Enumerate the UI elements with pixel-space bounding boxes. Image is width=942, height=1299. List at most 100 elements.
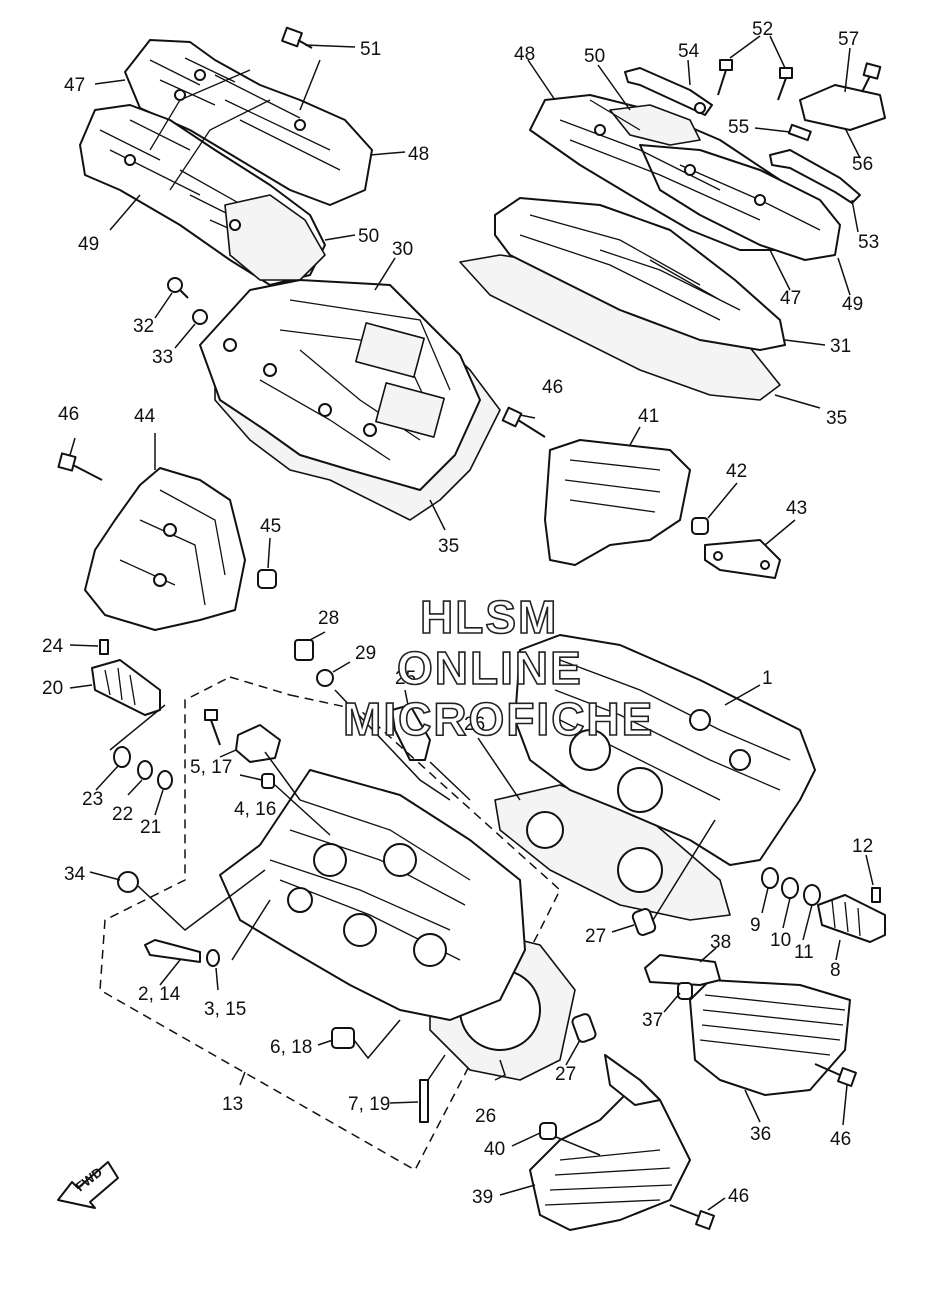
callout-13: 13 (222, 1094, 243, 1115)
bolt-57[interactable] (861, 62, 882, 93)
bolt-52-right[interactable] (777, 67, 793, 101)
callout-3-15: 3, 15 (204, 999, 246, 1020)
bracket-54[interactable] (624, 67, 713, 116)
callout-35-rear: 35 (826, 408, 847, 429)
cylinder-head-front-block-group (219, 769, 576, 1081)
callout-48: 48 (408, 144, 429, 165)
o-ring-22[interactable] (137, 760, 153, 780)
plug-34[interactable] (117, 871, 139, 893)
callout-46-bottom: 46 (728, 1186, 749, 1207)
o-ring-9[interactable] (761, 867, 779, 889)
gasket-38[interactable] (644, 954, 721, 986)
callout-50: 50 (358, 226, 379, 247)
callout-45: 45 (260, 516, 281, 537)
callout-2-14: 2, 14 (138, 984, 181, 1005)
callout-46-lower-right: 46 (830, 1129, 851, 1150)
callout-21: 21 (140, 817, 161, 838)
plug-28[interactable] (294, 639, 314, 661)
callout-26-upper: 26 (464, 714, 485, 735)
callout-26-lower: 26 (475, 1106, 496, 1127)
dowel-27-upper[interactable] (631, 908, 657, 937)
cylinder-head-30[interactable] (199, 279, 481, 491)
callout-53: 53 (858, 232, 879, 253)
cover-47-front[interactable] (124, 39, 373, 206)
o-ring-21[interactable] (157, 770, 173, 790)
bolt-46-left[interactable] (57, 452, 103, 481)
callout-11: 11 (794, 942, 814, 963)
side-cover-group (84, 467, 246, 631)
callout-35: 35 (438, 536, 459, 557)
callout-25: 25 (395, 668, 416, 689)
bolt-5-17[interactable] (204, 709, 221, 746)
callout-27-lower: 27 (555, 1064, 576, 1085)
spark-plug-25[interactable] (391, 704, 431, 761)
callout-49-rear: 49 (842, 294, 863, 315)
cylinder-head-1[interactable] (514, 634, 816, 866)
cover-50-front[interactable] (224, 194, 326, 281)
bolt-51[interactable] (281, 26, 313, 49)
callout-54: 54 (678, 41, 700, 62)
bolt-46-lower-right[interactable] (669, 1204, 715, 1230)
cylinder-head-cover-rear-group (529, 94, 841, 261)
joint-41[interactable] (544, 439, 691, 566)
cylinder-head-rear-group (459, 197, 786, 401)
stud-7-19[interactable] (419, 1079, 429, 1123)
callout-43: 43 (786, 498, 807, 519)
watermark-line-2: ONLINE (397, 642, 583, 694)
gasket-43[interactable] (704, 539, 781, 579)
side-cover-44[interactable] (84, 467, 246, 631)
dowel-27-lower[interactable] (571, 1013, 597, 1044)
mount-hole (229, 219, 241, 231)
callout-27-upper: 27 (585, 926, 606, 947)
bolt-52-left[interactable] (717, 59, 733, 96)
cylinder-head-31[interactable] (494, 197, 786, 351)
exhaust-joint-group (544, 439, 691, 566)
seal-40[interactable] (539, 1122, 557, 1140)
callout-55: 55 (728, 117, 749, 138)
o-ring-10[interactable] (781, 877, 799, 899)
guide-2-14[interactable] (144, 939, 201, 963)
cover-50-rear[interactable] (609, 104, 701, 146)
bolt-32[interactable] (167, 277, 189, 299)
seal-3-15[interactable] (206, 949, 220, 967)
tensioner-8[interactable] (817, 894, 886, 943)
cylinder-head-cover-front-group (79, 39, 373, 286)
callout-37: 37 (642, 1010, 663, 1031)
washer-33[interactable] (192, 309, 208, 325)
holder-5-17[interactable] (235, 724, 281, 763)
callout-9: 9 (750, 915, 761, 936)
callout-41: 41 (638, 406, 659, 427)
washer-29[interactable] (316, 669, 334, 687)
callout-24: 24 (42, 636, 64, 657)
mount-hole (194, 69, 206, 81)
cylinder-36[interactable] (689, 979, 851, 1096)
callout-8: 8 (830, 960, 841, 981)
callout-52: 52 (752, 19, 773, 40)
callout-1: 1 (762, 668, 773, 689)
plug-6-18[interactable] (331, 1027, 355, 1049)
bolt-46-right-lower[interactable] (814, 1063, 857, 1087)
mount-hole (124, 154, 136, 166)
watermark-line-1: HLSM (420, 591, 558, 643)
damper-55[interactable] (787, 123, 812, 142)
callout-30: 30 (392, 239, 413, 260)
grommet-45[interactable] (257, 569, 277, 589)
callout-7-19: 7, 19 (348, 1094, 390, 1115)
pin-12[interactable] (871, 887, 881, 903)
callout-12: 12 (852, 836, 873, 857)
pin-24[interactable] (99, 639, 109, 655)
callout-42: 42 (726, 461, 747, 482)
plug-4-16[interactable] (261, 773, 275, 789)
o-ring-23[interactable] (113, 746, 131, 768)
mount-hole (174, 89, 186, 101)
mount-hole (294, 119, 306, 131)
tensioner-20[interactable] (91, 659, 161, 716)
plate-56[interactable] (799, 84, 886, 131)
seal-42[interactable] (691, 517, 709, 535)
bolt-46-upper[interactable] (501, 406, 546, 438)
dowel-37[interactable] (677, 982, 693, 1000)
callout-39: 39 (472, 1187, 493, 1208)
o-ring-11[interactable] (803, 884, 821, 906)
callout-38: 38 (710, 932, 731, 953)
callout-31: 31 (830, 336, 851, 357)
